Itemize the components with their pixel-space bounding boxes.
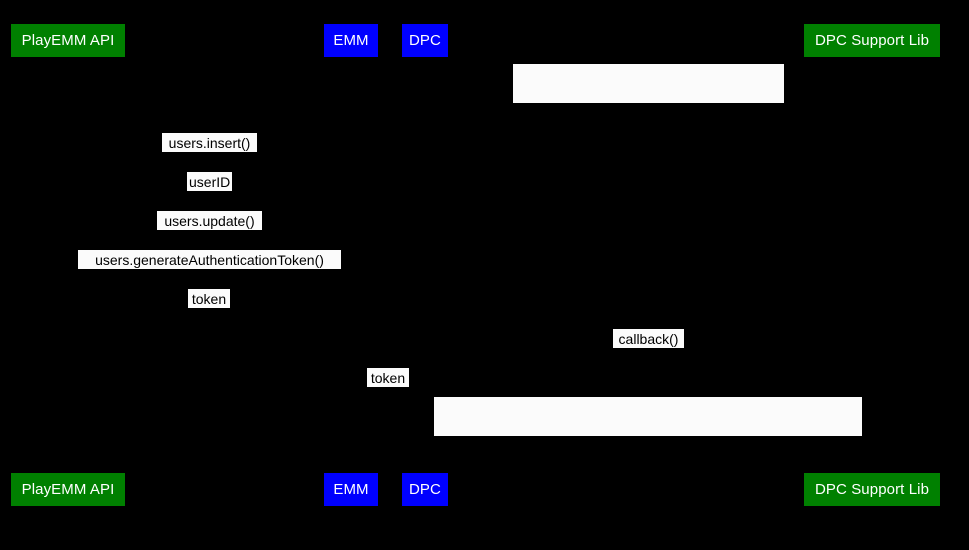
message-label-line-1: androidForWorkAccountSupport xyxy=(548,104,749,120)
participant-label: DPC Support Lib xyxy=(814,32,930,49)
message-label-line-1: androidForWorkAccountSupport xyxy=(548,437,748,453)
participant-emm-bottom[interactable]: EMM xyxy=(324,473,378,506)
message-label-users-update: users.update() xyxy=(157,211,262,230)
participant-label: DPC xyxy=(409,32,441,49)
message-arrow-8 xyxy=(351,387,425,388)
message-label-token-playemm-to-emm: token xyxy=(188,289,230,308)
participant-dpc-support-lib-bottom[interactable]: DPC Support Lib xyxy=(804,473,940,506)
message-label-users-generate-authentication-token: users.generateAuthenticationToken() xyxy=(78,250,341,269)
message-arrow-2 xyxy=(68,152,351,153)
message-arrow-4 xyxy=(68,230,351,231)
message-arrow-1 xyxy=(425,103,871,104)
message-label-line-2: .ensureWorkingEnvironment(callback) xyxy=(530,161,767,177)
message-label-ensure-working-environment: androidForWorkAccountSupport .ensureWork… xyxy=(513,64,784,177)
message-arrow-5 xyxy=(68,269,351,270)
participant-playemm-api-top[interactable]: PlayEMM API xyxy=(11,24,125,57)
message-label-callback: callback() xyxy=(613,329,684,348)
message-arrow-7 xyxy=(425,348,871,349)
message-label-token-emm-to-dpc: token xyxy=(367,368,409,387)
participant-emm-top[interactable]: EMM xyxy=(324,24,378,57)
lifeline-supportlib xyxy=(871,56,872,473)
lifeline-dpc xyxy=(425,56,426,473)
message-arrow-6 xyxy=(68,308,351,309)
participant-dpc-top[interactable]: DPC xyxy=(402,24,448,57)
participant-label: DPC Support Lib xyxy=(814,481,930,498)
participant-dpc-bottom[interactable]: DPC xyxy=(402,473,448,506)
participant-label: PlayEMM API xyxy=(21,32,115,49)
participant-label: DPC xyxy=(409,481,441,498)
message-label-userid: userID xyxy=(187,172,232,191)
lifeline-playemm xyxy=(68,56,69,473)
message-arrow-9 xyxy=(425,436,871,437)
lifeline-emm xyxy=(351,56,352,473)
message-label-line-2: .addAndroidForWorkAccount(token, account… xyxy=(460,494,836,510)
participant-label: PlayEMM API xyxy=(21,481,115,498)
message-arrow-3 xyxy=(68,191,351,192)
participant-dpc-support-lib-top[interactable]: DPC Support Lib xyxy=(804,24,940,57)
participant-label: EMM xyxy=(333,481,369,498)
participant-playemm-api-bottom[interactable]: PlayEMM API xyxy=(11,473,125,506)
participant-label: EMM xyxy=(333,32,369,49)
sequence-diagram-canvas: PlayEMM API EMM DPC DPC Support Lib andr… xyxy=(11,24,940,510)
message-label-add-android-for-work-account: androidForWorkAccountSupport .addAndroid… xyxy=(434,397,862,510)
message-label-users-insert: users.insert() xyxy=(162,133,257,152)
